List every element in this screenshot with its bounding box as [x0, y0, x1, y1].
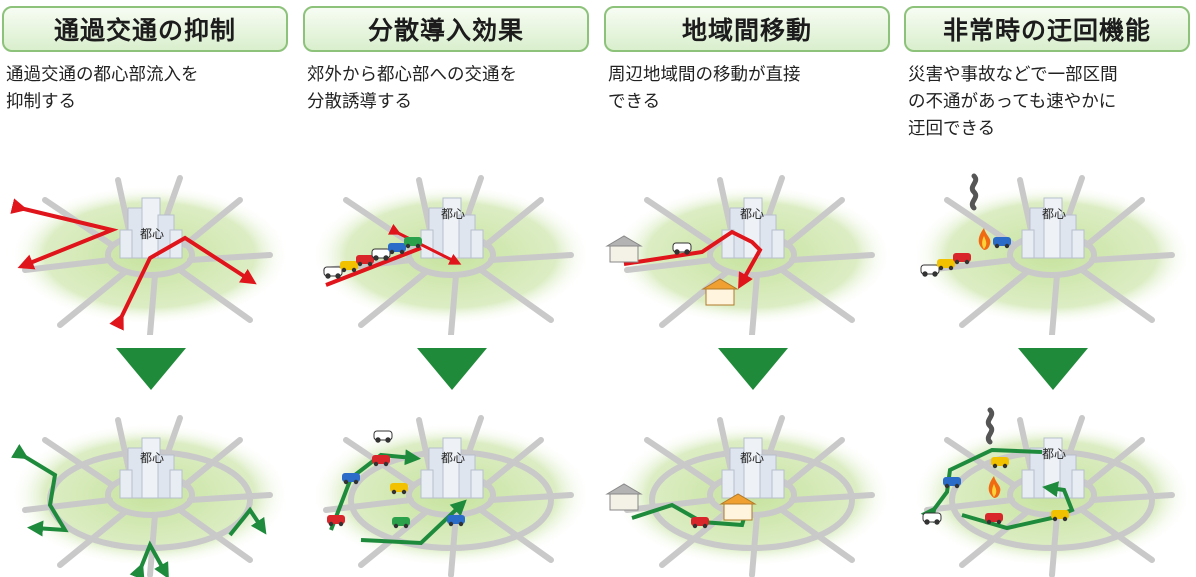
- city-label: 都心: [441, 451, 465, 465]
- panel-title: 非常時の迂回機能: [904, 6, 1190, 52]
- red-arrow-through-city: [623, 229, 763, 289]
- green-arrow-bypass-right: [228, 506, 267, 537]
- city-label: 都心: [740, 207, 764, 221]
- after-scene: 都心: [912, 400, 1192, 577]
- red-arrow-congestion-head: [387, 223, 462, 265]
- before-scene: 都心: [606, 160, 892, 335]
- red-arrow-through-city: [109, 235, 257, 331]
- before-scene: 都心: [311, 160, 591, 335]
- panel-dispersion: 分散導入効果 郊外から都心部への交通を 分散誘導する 都心 都心: [301, 0, 593, 577]
- city-label: 都心: [441, 207, 465, 221]
- city-label: 都心: [1042, 207, 1066, 221]
- panel-description: 通過交通の都心部流入を 抑制する: [6, 65, 199, 112]
- city-label: 都心: [740, 451, 764, 465]
- before-scene: 都心: [912, 160, 1192, 335]
- panel-description: 災害や事故などで一部区間 の不通があっても速やかに 迂回できる: [908, 65, 1118, 139]
- panel-title: 分散導入効果: [303, 6, 589, 52]
- city-label: 都心: [1042, 447, 1066, 461]
- down-triangle: [718, 348, 788, 390]
- panel-description: 周辺地域間の移動が直接 できる: [608, 65, 801, 112]
- panel-through-traffic: 通過交通の抑制 通過交通の都心部流入を 抑制する 都心 都心: [0, 0, 292, 577]
- panel-title: 通過交通の抑制: [2, 6, 288, 52]
- panel-title: 地域間移動: [604, 6, 890, 52]
- down-triangle: [1018, 348, 1088, 390]
- green-arrow-bypass-bottom: [129, 540, 169, 577]
- down-triangle: [116, 348, 186, 390]
- after-scene: 都心: [10, 400, 290, 577]
- green-arrow-bypass-left: [11, 444, 69, 537]
- panel-inter-regional: 地域間移動 周辺地域間の移動が直接 できる 都心 都心: [602, 0, 894, 577]
- city-label: 都心: [140, 451, 164, 465]
- after-scene: 都心: [606, 400, 892, 577]
- red-arrow-through-left: [10, 198, 119, 270]
- panel-description: 郊外から都心部への交通を 分散誘導する: [307, 65, 517, 112]
- before-scene: 都心: [10, 160, 290, 335]
- green-arrow-detour-upper: [920, 447, 1043, 524]
- down-triangle: [417, 348, 487, 390]
- panel-emergency-detour: 非常時の迂回機能 災害や事故などで一部区間 の不通があっても速やかに 迂回できる…: [902, 0, 1194, 577]
- city-label: 都心: [140, 227, 164, 241]
- green-arrow-route-1: [329, 449, 421, 531]
- after-scene: 都心: [311, 400, 591, 577]
